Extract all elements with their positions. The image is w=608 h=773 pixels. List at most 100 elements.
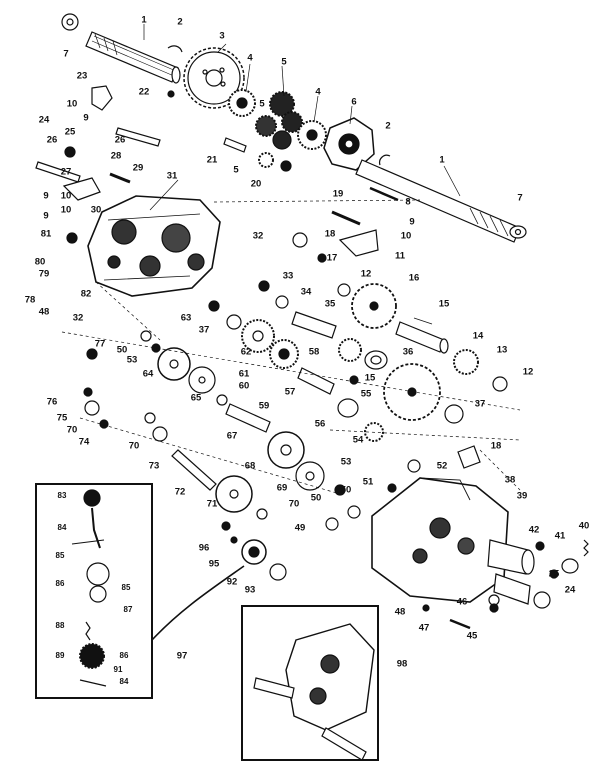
part-76 <box>83 387 93 397</box>
callout-84: 84 <box>57 523 67 532</box>
callout-80: 80 <box>34 256 46 268</box>
callout-53: 53 <box>126 354 138 366</box>
callout-37: 37 <box>198 324 210 336</box>
bushing-49 <box>325 517 339 531</box>
callout-91: 91 <box>113 665 123 674</box>
callout-16: 16 <box>408 272 420 284</box>
callout-5: 5 <box>281 56 287 68</box>
part-48b <box>422 604 430 612</box>
part-42 <box>535 541 545 551</box>
shaft-57 <box>297 367 335 395</box>
callout-10: 10 <box>400 230 412 242</box>
callout-25: 25 <box>64 126 76 138</box>
callout-69: 69 <box>276 482 288 494</box>
pin-47 <box>449 618 471 630</box>
callout-45: 45 <box>466 630 478 642</box>
callout-74: 74 <box>78 436 90 448</box>
bushing-36 <box>364 350 388 370</box>
part-50c <box>347 505 361 519</box>
callout-10: 10 <box>60 204 72 216</box>
callout-78: 78 <box>24 294 36 306</box>
callout-9: 9 <box>409 216 415 228</box>
spring-40 <box>583 539 589 557</box>
callout-38: 38 <box>504 474 516 486</box>
ball-88 <box>86 562 110 586</box>
leader-97 <box>151 565 245 641</box>
callout-79: 79 <box>38 268 50 280</box>
pin-26b <box>35 161 81 183</box>
callout-53: 53 <box>340 456 352 468</box>
callout-56: 56 <box>314 418 326 430</box>
callout-92: 92 <box>226 576 238 588</box>
callout-72: 72 <box>174 486 186 498</box>
callout-81: 81 <box>40 228 52 240</box>
callout-84: 84 <box>119 677 129 686</box>
gear-89 <box>79 643 105 669</box>
callout-8: 8 <box>405 196 411 208</box>
callout-19: 19 <box>332 188 344 200</box>
part-24b <box>533 591 551 609</box>
callout-5: 5 <box>233 164 239 176</box>
part-17 <box>317 253 327 263</box>
bracket-11 <box>338 229 379 257</box>
callout-85: 85 <box>121 583 131 592</box>
bracket-27 <box>62 177 101 201</box>
part-95 <box>230 536 238 544</box>
part-15 <box>349 375 359 385</box>
pin-19 <box>331 210 361 226</box>
callout-10: 10 <box>66 98 78 110</box>
callout-70: 70 <box>288 498 300 510</box>
callout-62: 62 <box>240 346 252 358</box>
bushing-18b <box>457 445 481 469</box>
callout-10: 10 <box>60 190 72 202</box>
spring-87 <box>89 585 107 603</box>
shaft-59 <box>225 403 271 433</box>
callout-12: 12 <box>360 268 372 280</box>
washer-12b <box>492 376 508 392</box>
callout-46: 46 <box>456 596 468 608</box>
part-77 <box>86 348 98 360</box>
callout-6: 6 <box>351 96 357 108</box>
callout-83: 83 <box>57 491 67 500</box>
callout-41: 41 <box>554 530 566 542</box>
callout-95: 95 <box>208 558 220 570</box>
callout-26: 26 <box>46 134 58 146</box>
callout-4: 4 <box>247 52 253 64</box>
ring-93 <box>269 563 287 581</box>
callout-86: 86 <box>119 651 129 660</box>
callout-2: 2 <box>177 16 183 28</box>
callout-27: 27 <box>60 166 72 178</box>
gear-58 <box>338 338 362 362</box>
gear-4-top <box>228 89 256 117</box>
callout-70: 70 <box>128 440 140 452</box>
ring-2-top <box>167 45 183 53</box>
gear-cluster-5 <box>255 91 303 150</box>
callout-23: 23 <box>76 70 88 82</box>
callout-85: 85 <box>55 551 65 560</box>
gear-4-right <box>297 120 327 150</box>
leader-lines <box>143 24 461 325</box>
disc-65 <box>188 366 216 394</box>
washer-34 <box>275 295 289 309</box>
callout-36: 36 <box>402 346 414 358</box>
callout-71: 71 <box>206 498 218 510</box>
callout-40: 40 <box>578 520 590 532</box>
spring-85 <box>85 621 91 641</box>
lever-84 <box>91 507 101 549</box>
callout-18: 18 <box>490 440 502 452</box>
bracket-23 <box>91 85 113 111</box>
callout-29: 29 <box>132 162 144 174</box>
callout-48: 48 <box>394 606 406 618</box>
callout-20: 20 <box>250 178 262 190</box>
callout-33: 33 <box>282 270 294 282</box>
callout-1: 1 <box>439 154 445 166</box>
callout-50: 50 <box>310 492 322 504</box>
part-52 <box>407 459 421 473</box>
callout-12: 12 <box>522 366 534 378</box>
sprocket-55 <box>383 363 441 421</box>
part-60 <box>216 394 228 406</box>
washer-7-right <box>509 225 527 239</box>
callout-54: 54 <box>352 434 364 446</box>
callout-4: 4 <box>315 86 321 98</box>
